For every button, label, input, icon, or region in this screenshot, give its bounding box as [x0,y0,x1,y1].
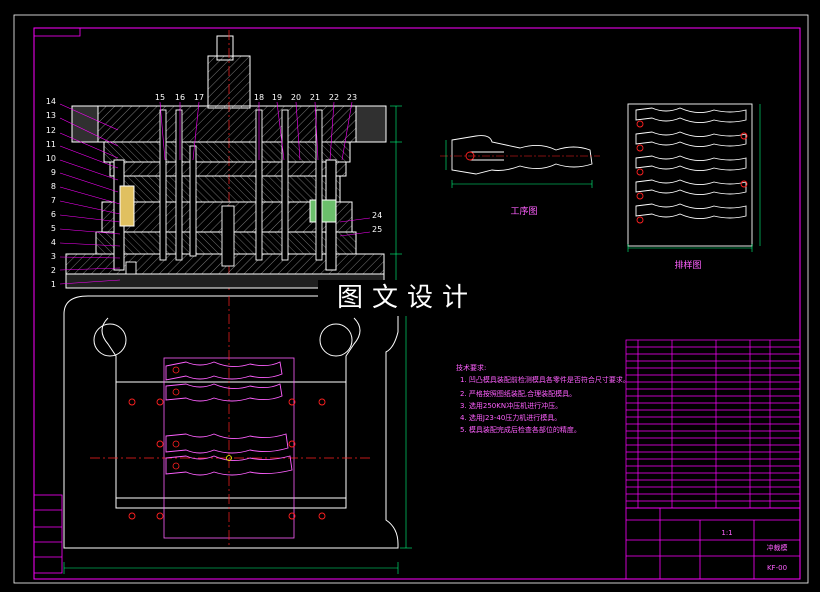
part-number: 10 [46,154,56,163]
part-number: 5 [51,224,56,233]
technical-requirements: 技术要求: 1. 凹凸模具装配前检测模具各零件是否符合尺寸要求。 2. 严格按照… [456,363,630,434]
part-number: 12 [46,126,56,135]
tech-item: 1. 凹凸模具装配前检测模具各零件是否符合尺寸要求。 [460,375,630,384]
section-view [59,30,402,290]
part-numbers-top: 15 16 17 18 19 20 21 22 23 [155,93,357,102]
part-number: 25 [372,225,382,234]
part-number: 9 [51,168,56,177]
part-number: 23 [347,93,357,102]
title-block-name: 冲裁模 [767,543,788,552]
parts-list [625,339,801,509]
part-number: 3 [51,252,56,261]
layout-drawing [627,103,761,252]
plan-view [63,295,412,574]
tech-item: 3. 选用250KN冲压机进行冲压。 [460,401,562,410]
watermark-banner: 图文设计 [318,280,496,316]
process-drawing-label: 工序图 [510,205,537,217]
tech-item: 4. 选用J23-40压力机进行模具。 [460,413,561,422]
part-number: 22 [329,93,339,102]
part-numbers-left: 14 13 12 11 10 9 8 7 6 5 4 3 2 1 [46,97,56,289]
tech-item: 5. 模具装配完成后检查各部位的精度。 [460,425,581,434]
part-number: 18 [254,93,264,102]
drawing-number: KF-00 [767,564,787,572]
part-number: 21 [310,93,320,102]
part-numbers-right: 24 25 [372,211,382,234]
corner-label-box [33,27,81,37]
process-drawing [440,135,600,188]
inner-frame [33,27,801,580]
part-number: 6 [51,210,56,219]
part-number: 13 [46,111,56,120]
part-number: 11 [46,140,56,149]
outer-frame [13,14,809,584]
part-number: 1 [51,280,56,289]
part-number: 4 [51,238,56,247]
part-number: 17 [194,93,204,102]
part-number: 24 [372,211,382,220]
part-number: 7 [51,196,56,205]
title-block [625,507,801,580]
tech-title: 技术要求: [456,363,486,372]
part-number: 8 [51,182,56,191]
part-number: 16 [175,93,185,102]
revision-strip [33,494,63,574]
part-number: 20 [291,93,301,102]
layout-drawing-label: 排样图 [674,259,701,271]
part-number: 2 [51,266,56,275]
tech-item: 2. 严格按照图纸装配,合理装配模具。 [460,389,576,398]
part-number: 19 [272,93,282,102]
title-block-scale: 1:1 [721,529,732,537]
part-number: 14 [46,97,56,106]
part-number: 15 [155,93,165,102]
